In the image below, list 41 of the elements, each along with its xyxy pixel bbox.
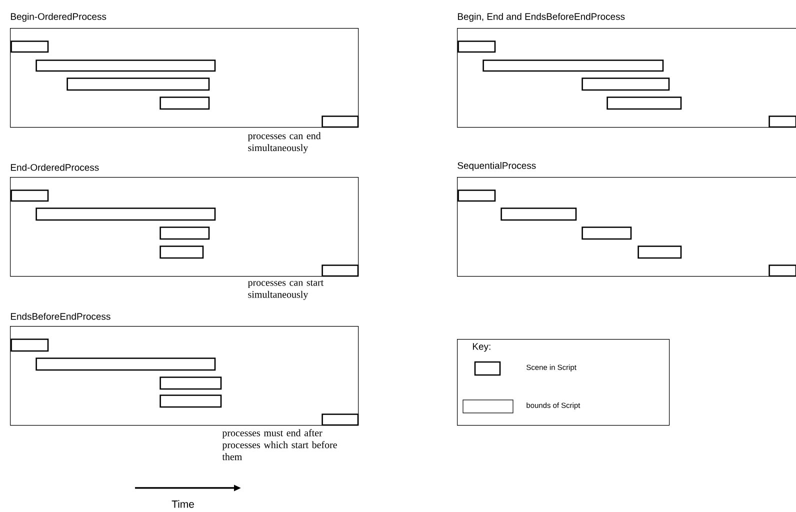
script-panel bbox=[457, 162, 796, 277]
scene-box bbox=[606, 96, 682, 110]
panel-title: Begin, End and EndsBeforeEndProcess bbox=[458, 12, 625, 22]
scene-box bbox=[160, 96, 210, 110]
script-panel bbox=[457, 12, 796, 128]
scene-box bbox=[768, 264, 796, 277]
scene-box bbox=[160, 376, 222, 390]
script-panel bbox=[10, 12, 359, 154]
scene-box bbox=[322, 264, 359, 277]
scene-box bbox=[768, 116, 796, 128]
scene-box bbox=[36, 208, 216, 221]
key-heading: Key: bbox=[472, 343, 490, 352]
scene-box bbox=[10, 40, 49, 53]
annotation: processes must end after processes which start before them bbox=[222, 429, 337, 460]
scene-box bbox=[36, 358, 216, 371]
scene-box bbox=[10, 190, 49, 202]
axis-label: Time bbox=[172, 500, 194, 508]
scene-box bbox=[160, 394, 222, 408]
scene-box bbox=[582, 78, 670, 91]
scene-box bbox=[582, 226, 632, 240]
scene-box bbox=[66, 78, 210, 91]
script-panel bbox=[457, 338, 670, 426]
scene-box bbox=[482, 60, 664, 72]
scene-box bbox=[322, 414, 359, 426]
scene-box bbox=[160, 226, 210, 240]
panel-title: End-OrderedProcess bbox=[11, 164, 99, 171]
annotation: processes can start simultaneously bbox=[248, 280, 324, 300]
script-panel bbox=[10, 164, 359, 300]
scene-box bbox=[458, 190, 496, 202]
script-panel bbox=[10, 312, 359, 460]
panel-title: SequentialProcess bbox=[458, 162, 536, 171]
scene-box bbox=[10, 338, 49, 352]
panel-title: EndsBeforeEndProcess bbox=[11, 312, 110, 320]
panel-title: Begin-OrderedProcess bbox=[11, 12, 106, 22]
scene-box bbox=[638, 246, 682, 259]
scene-box bbox=[458, 40, 496, 53]
scene-box bbox=[160, 246, 204, 259]
annotation: processes can end simultaneously bbox=[248, 132, 321, 154]
scene-box bbox=[36, 60, 216, 72]
scene-box bbox=[500, 208, 577, 221]
scene-box bbox=[322, 116, 359, 128]
